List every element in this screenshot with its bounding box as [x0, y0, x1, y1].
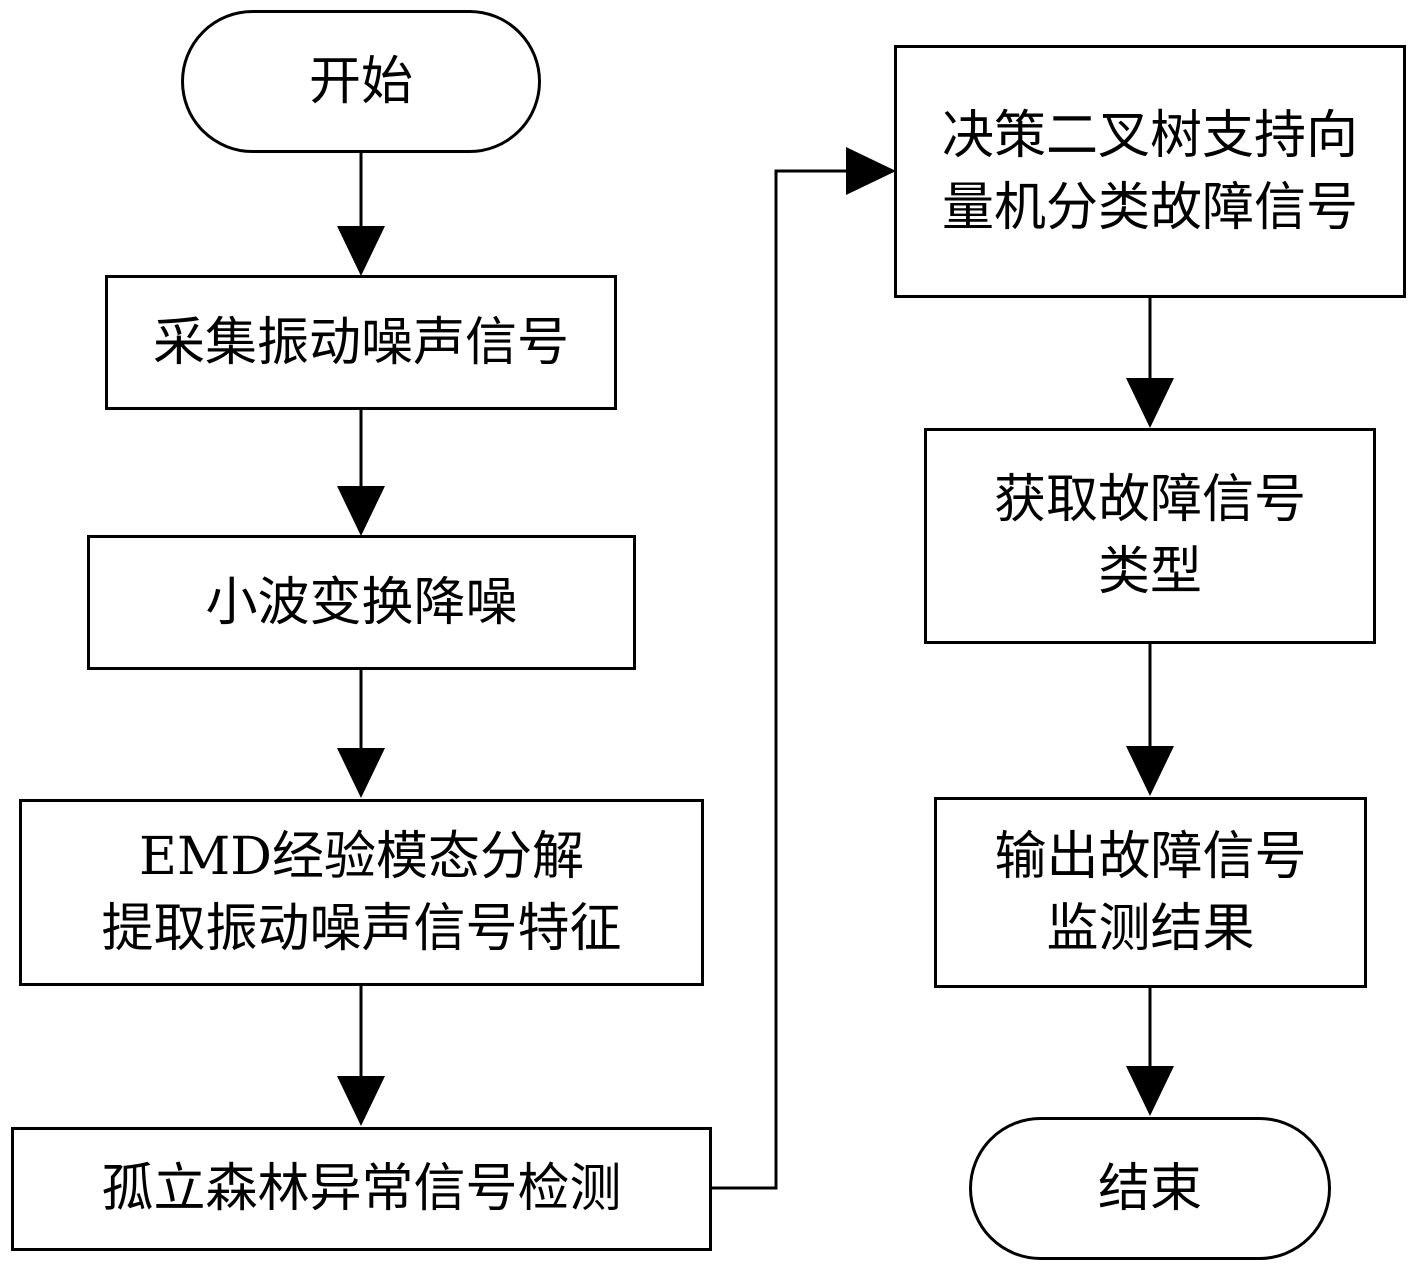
start-terminal: 开始 — [181, 10, 541, 153]
output-result-line1: 输出故障信号 — [994, 826, 1307, 887]
output-result-box: 输出故障信号 监测结果 — [934, 797, 1367, 988]
iforest-detect-box: 孤立森林异常信号检测 — [11, 1127, 712, 1251]
collect-signal-label: 采集振动噪声信号 — [152, 312, 569, 373]
emd-feature-box: EMD经验模态分解 提取振动噪声信号特征 — [19, 799, 704, 986]
start-label: 开始 — [308, 51, 413, 112]
collect-signal-box: 采集振动噪声信号 — [105, 275, 617, 410]
svm-classify-line2: 量机分类故障信号 — [941, 177, 1358, 238]
arrowhead-output-end — [1126, 1066, 1174, 1116]
emd-feature-line2: 提取振动噪声信号特征 — [101, 898, 622, 959]
wavelet-denoise-box: 小波变换降噪 — [87, 535, 636, 670]
svm-classify-box: 决策二叉树支持向 量机分类故障信号 — [894, 45, 1406, 298]
arrowhead-svm-type — [1126, 378, 1174, 428]
iforest-detect-label: 孤立森林异常信号检测 — [101, 1159, 622, 1219]
end-label: 结束 — [1097, 1158, 1202, 1219]
arrowhead-collect-denoise — [337, 486, 385, 536]
fault-type-line1: 获取故障信号 — [993, 470, 1306, 530]
output-result-line2: 监测结果 — [1046, 898, 1255, 959]
arrowhead-emd-iforest — [337, 1076, 385, 1126]
edge-iforest-svm — [710, 169, 854, 1190]
svm-classify-line1: 决策二叉树支持向 — [941, 105, 1358, 166]
arrowhead-denoise-emd — [337, 748, 385, 798]
fault-type-line2: 类型 — [1097, 542, 1202, 602]
end-terminal: 结束 — [969, 1117, 1331, 1260]
wavelet-denoise-label: 小波变换降噪 — [205, 572, 518, 633]
arrowhead-start-collect — [337, 226, 385, 276]
arrowhead-type-output — [1126, 746, 1174, 796]
fault-type-box: 获取故障信号 类型 — [924, 428, 1376, 644]
emd-feature-line1: EMD经验模态分解 — [139, 826, 584, 887]
arrowhead-iforest-svm — [846, 147, 896, 195]
